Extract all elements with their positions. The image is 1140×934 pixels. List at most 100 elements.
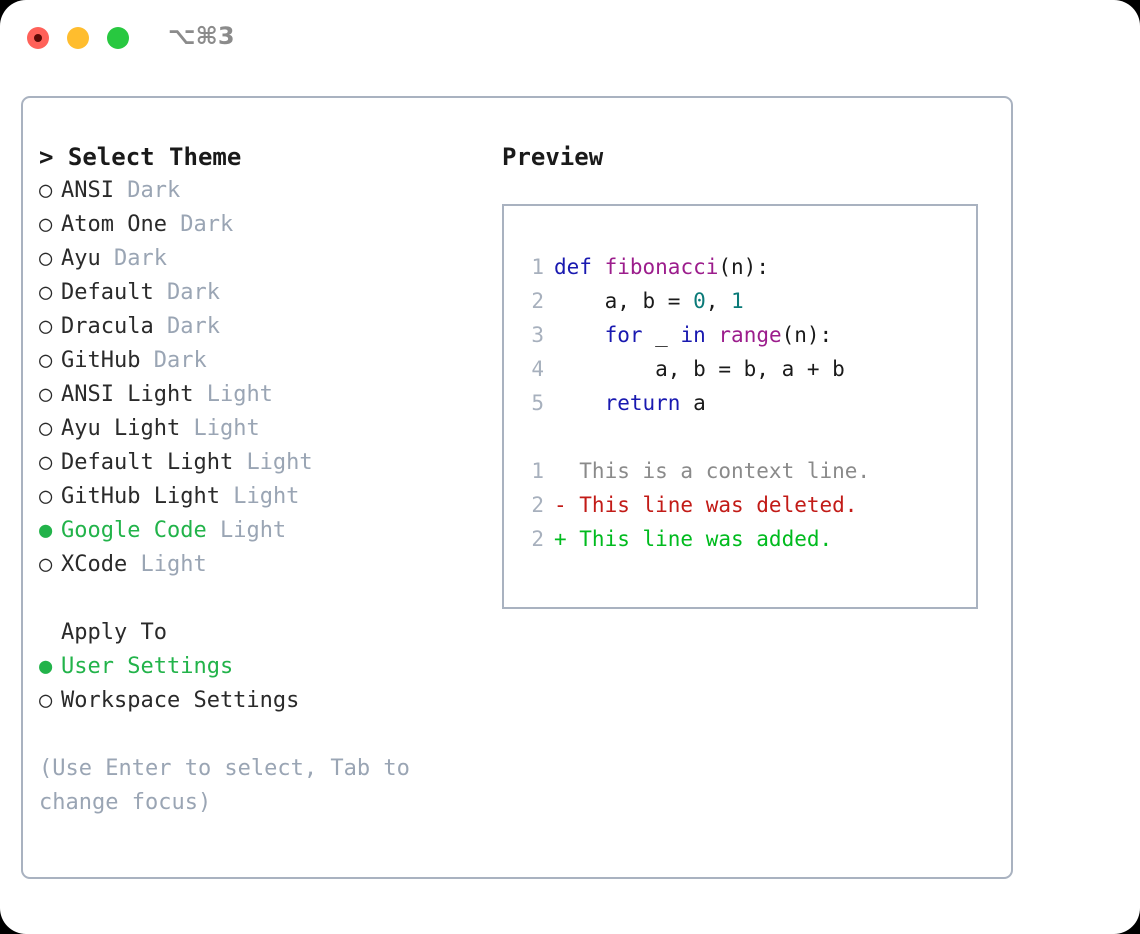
code-token: for — [604, 323, 643, 347]
line-number: 2 — [531, 493, 544, 517]
theme-option-tag: Light — [246, 450, 313, 475]
code-token: _ — [642, 323, 681, 347]
theme-option-default-light[interactable]: ○ Default Light Light — [39, 446, 479, 480]
theme-option-label: GitHub — [61, 348, 141, 373]
radio-unselected-icon: ○ — [39, 382, 53, 407]
apply-to-option-label: User Settings — [61, 654, 234, 679]
apply-to-section: Apply To ● User Settings ○ Workspace Settin… — [39, 616, 479, 718]
radio-unselected-icon: ○ — [39, 212, 53, 237]
radio-unselected-icon: ○ — [39, 688, 53, 713]
theme-option-google-code[interactable]: ●Google Code Light — [39, 514, 479, 548]
theme-option-tag: Light — [206, 382, 273, 407]
line-number: 4 — [531, 357, 544, 381]
theme-option-github[interactable]: ○ GitHub Dark — [39, 344, 479, 378]
select-theme-heading: > Select Theme — [39, 143, 242, 171]
theme-picker-panel: > Select Theme ○ANSI Dark○Atom One Dark○… — [21, 96, 1013, 879]
theme-option-dracula[interactable]: ○Dracula Dark — [39, 310, 479, 344]
apply-to-option-workspace-settings[interactable]: ○ Workspace Settings — [39, 684, 479, 718]
radio-unselected-icon: ○ — [39, 246, 53, 271]
radio-unselected-icon: ○ — [39, 280, 53, 305]
preview-heading: Preview — [502, 143, 604, 171]
theme-option-ansi[interactable]: ○ ANSI Dark — [39, 174, 479, 208]
code-token — [706, 323, 719, 347]
theme-option-tag: Light — [193, 416, 260, 441]
apply-to-option-label: Workspace Settings — [61, 688, 300, 713]
radio-unselected-icon: ○ — [39, 416, 53, 441]
code-token: def — [554, 255, 592, 279]
radio-unselected-icon: ○ — [39, 348, 53, 373]
minimize-window-button[interactable] — [67, 27, 89, 49]
theme-option-label: Dracula — [61, 314, 154, 339]
keyboard-help-hint: (Use Enter to select, Tab to change focu… — [39, 756, 424, 815]
radio-unselected-icon: ○ — [39, 178, 53, 203]
apply-to-label: Apply To — [61, 620, 167, 645]
code-token: 1 — [731, 289, 744, 313]
radio-selected-icon: ● — [39, 654, 53, 679]
theme-option-ayu[interactable]: ○ Ayu Dark — [39, 242, 479, 276]
theme-option-tag: Light — [219, 518, 287, 543]
theme-option-tag: Dark — [180, 212, 234, 237]
theme-option-label: ANSI Light — [61, 382, 194, 407]
code-line: 4 a, b = b, a + b — [518, 352, 970, 386]
diff-line-del: 2 - This line was deleted. — [518, 488, 970, 522]
line-number: 1 — [531, 255, 544, 279]
theme-option-label: XCode — [61, 552, 128, 577]
code-token: a — [680, 391, 706, 415]
radio-unselected-icon: ○ — [39, 484, 53, 509]
keyboard-shortcut-label: ⌥⌘3 — [168, 22, 235, 50]
diff-line-text: This is a context line. — [554, 459, 871, 483]
code-token: range — [718, 323, 782, 347]
code-token — [554, 391, 605, 415]
theme-option-tag: Light — [233, 484, 300, 509]
theme-option-xcode[interactable]: ○ XCode Light — [39, 548, 479, 582]
code-line: 2 a, b = 0, 1 — [518, 284, 970, 318]
code-token: a, b = — [554, 289, 694, 313]
theme-option-label: Ayu Light — [61, 416, 181, 441]
line-number: 1 — [531, 459, 544, 483]
diff-line-text: + This line was added. — [554, 527, 833, 551]
theme-options-list[interactable]: ○ANSI Dark○Atom One Dark○Ayu Dark○Defaul… — [39, 174, 479, 582]
theme-option-label: Default — [61, 280, 154, 305]
diff-line-text: - This line was deleted. — [554, 493, 858, 517]
radio-unselected-icon: ○ — [39, 450, 53, 475]
code-line: 5 return a — [518, 386, 970, 420]
line-number: 5 — [531, 391, 544, 415]
maximize-window-button[interactable] — [107, 27, 129, 49]
code-token: a, b = b, a + b — [554, 357, 845, 381]
code-token: fibonacci — [604, 255, 719, 279]
apply-to-options-list[interactable]: ● User Settings ○ Workspace Settings — [39, 650, 479, 718]
theme-selection-column: > Select Theme ○ANSI Dark○Atom One Dark○… — [39, 140, 479, 820]
theme-option-label: GitHub Light — [61, 484, 220, 509]
code-token: (n): — [781, 323, 833, 347]
theme-option-tag: Light — [140, 552, 207, 577]
radio-unselected-icon: ○ — [39, 552, 53, 577]
code-token: return — [604, 391, 681, 415]
line-number: 3 — [531, 323, 544, 347]
theme-option-label: ANSI — [61, 178, 114, 203]
radio-unselected-icon: ○ — [39, 314, 53, 339]
line-number: 2 — [531, 527, 544, 551]
theme-option-ayu-light[interactable]: ○ Ayu Light Light — [39, 412, 479, 446]
theme-option-label: Default Light — [61, 450, 234, 475]
theme-option-tag: Dark — [114, 246, 167, 271]
code-token: in — [680, 323, 706, 347]
theme-option-default[interactable]: ○ Default Dark — [39, 276, 479, 310]
line-number: 2 — [531, 289, 544, 313]
theme-option-tag: Dark — [127, 178, 181, 203]
code-token — [554, 323, 605, 347]
theme-option-label: Google Code — [61, 518, 207, 543]
theme-option-github-light[interactable]: ○ GitHub Light Light — [39, 480, 479, 514]
theme-option-ansi-light[interactable]: ○ ANSI Light Light — [39, 378, 479, 412]
theme-option-tag: Dark — [153, 348, 207, 373]
apply-to-option-user-settings[interactable]: ● User Settings — [39, 650, 479, 684]
code-token: (n): — [718, 255, 769, 279]
code-token: , — [705, 289, 732, 313]
theme-option-tag: Dark — [166, 280, 220, 305]
title-bar: ⌥⌘3 — [0, 0, 1140, 78]
close-window-button[interactable] — [27, 27, 49, 49]
code-line: 3 for _ in range(n): — [518, 318, 970, 352]
theme-option-label: Ayu — [61, 246, 101, 271]
theme-option-atom-one[interactable]: ○Atom One Dark — [39, 208, 479, 242]
